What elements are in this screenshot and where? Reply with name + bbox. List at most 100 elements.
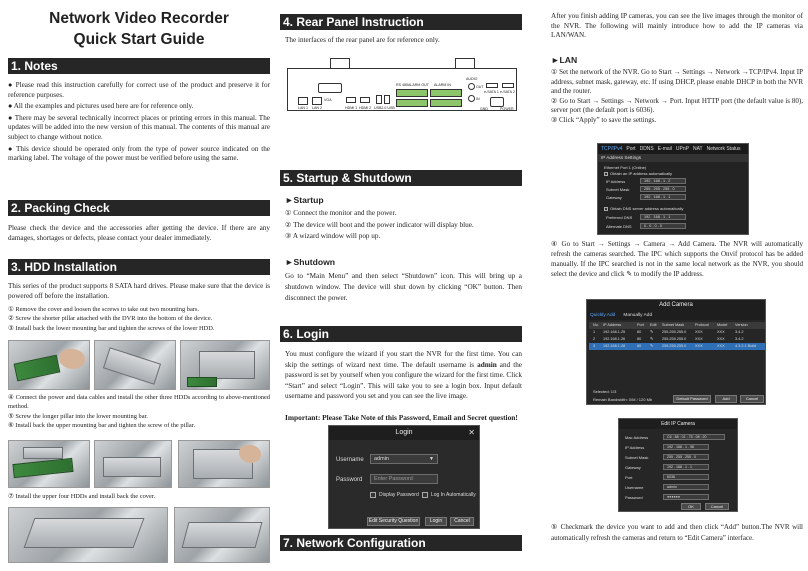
startup-heading: 5. Startup & Shutdown <box>280 170 522 186</box>
lan2-port <box>312 97 322 105</box>
login-button[interactable]: Login <box>425 517 447 526</box>
login-dialog-title: Login ✕ <box>329 426 479 440</box>
close-icon[interactable]: ✕ <box>468 428 475 437</box>
col-model: Model <box>717 323 728 327</box>
table-row-selected[interactable]: 3 192.168.1.28 80 ✎ 255.255.255.0 XXX XX… <box>589 343 765 350</box>
subnet-mask-label: Subnet Mask <box>606 187 630 192</box>
audio-in-port <box>468 95 475 102</box>
tab-email[interactable]: E-mail <box>657 146 672 152</box>
auto-login-label: Log In Automatically <box>431 492 476 498</box>
hdd-step: ② Screw the shorter pillar attached with… <box>8 315 213 323</box>
col-ip: IP Address <box>603 323 622 327</box>
alternate-dns-field[interactable]: 0 . 0 . 0 . 0 <box>640 223 686 229</box>
cancel-button[interactable]: Cancel <box>740 395 764 403</box>
mac-field[interactable]: C6 : 88 : 01 : 75 : 08 : 20 <box>663 434 725 440</box>
vga-label: VGA <box>324 98 332 102</box>
startup-step: ① Connect the monitor and the power. <box>285 209 397 217</box>
note-item: ● Please read this instruction carefully… <box>8 81 270 99</box>
display-password-checkbox[interactable] <box>370 492 376 498</box>
username-select[interactable]: admin ▼ <box>370 454 438 464</box>
obtain-ip-label: Obtain an IP address automatically <box>610 171 672 176</box>
obtain-ip-checkbox[interactable] <box>604 172 608 176</box>
edit-icon[interactable]: ✎ <box>650 330 654 334</box>
username-value: admin <box>374 456 389 462</box>
vga-port <box>318 83 342 93</box>
hdd-photo-8 <box>174 507 270 563</box>
cancel-button[interactable]: Cancel <box>705 503 729 510</box>
chevron-down-icon: ▼ <box>429 456 434 462</box>
rear-panel-bracket <box>330 58 350 68</box>
username-field[interactable]: admin <box>663 484 709 490</box>
login-text: You must configure the wizard if you sta… <box>285 349 522 402</box>
alternate-dns-label: Alternate DNS <box>606 224 632 229</box>
tab-network-status[interactable]: Network Status <box>706 146 741 152</box>
audio-out-label: OUT <box>476 85 484 89</box>
preferred-dns-field[interactable]: 192 . 168 . 1 . 1 <box>640 214 686 220</box>
hdd-step: ④ Connect the power and data cables and … <box>8 394 270 411</box>
audio-out-port <box>468 83 475 90</box>
cell-port: 80 <box>637 344 642 348</box>
packing-text: Please check the device and the accessor… <box>8 224 270 242</box>
hdd-photo-1 <box>8 340 90 390</box>
lan2-label: LAN 2 <box>312 106 322 110</box>
tab-quickly-add[interactable]: Quickly Add <box>590 313 616 318</box>
startup-step: ③ A wizard window will pop up. <box>285 232 381 240</box>
edit-security-question-button[interactable]: Edit Security Question <box>367 517 420 526</box>
gateway-label: Gateway <box>606 195 622 200</box>
rear-panel-diagram: VGA LAN 1 LAN 2 HDMI 1 HDMI 2 USB2.0 USB… <box>287 68 517 111</box>
alarm-out-label: ALARM OUT <box>408 83 429 87</box>
port-field[interactable]: 6036 <box>663 474 709 480</box>
hdd-step: ⑥ Install back the upper mounting bar an… <box>8 422 196 430</box>
default-password-button[interactable]: Default Password <box>673 395 711 403</box>
audio-in-label: IN <box>476 97 480 101</box>
cancel-button[interactable]: Cancel <box>450 517 474 526</box>
ip-field[interactable]: 192 . 168 . 1 . 98 <box>663 444 709 450</box>
tab-nat[interactable]: NAT <box>692 146 703 152</box>
col-version: Version <box>735 323 748 327</box>
table-row[interactable]: 2 192.168.1.26 80 ✎ 255.255.255.0 XXX XX… <box>589 336 765 343</box>
login-heading: 6. Login <box>280 326 522 342</box>
cell-ip: 192.168.1.26 <box>603 337 626 341</box>
guide-title: Network Video Recorder Quick Start Guide <box>8 8 270 50</box>
ok-button[interactable]: OK <box>681 503 701 510</box>
edit-icon[interactable]: ✎ <box>650 337 654 341</box>
add-button[interactable]: Add <box>715 395 737 403</box>
ip-address-label: IP Address <box>606 179 626 184</box>
lan-steps: ① Set the network of the NVR. Go to Star… <box>551 68 803 126</box>
gateway-field[interactable]: 192 . 168 . 1 . 1 <box>663 464 709 470</box>
gateway-label: Gateway <box>625 465 641 470</box>
cell-subnet: 255.255.255.0 <box>662 337 687 341</box>
cell-port: 80 <box>637 337 642 341</box>
network-intro: After you finish adding IP cameras, you … <box>551 12 803 40</box>
terminal-block-3 <box>396 99 428 107</box>
cell-no: 3 <box>593 344 596 348</box>
cell-version: 3.4.2 <box>735 337 744 341</box>
password-input[interactable]: Enter Password <box>370 474 438 484</box>
mac-label: Mac Address <box>625 435 649 440</box>
hdd-intro: This series of the product supports 8 SA… <box>8 282 270 300</box>
edit-ip-camera-dialog: Edit IP Camera Mac Address C6 : 88 : 01 … <box>618 418 738 512</box>
gnd-label: GND <box>480 107 488 111</box>
tab-manually-add[interactable]: Manually Add <box>623 313 653 318</box>
tab-port[interactable]: Port <box>626 146 636 152</box>
cell-ip: 192.168.1.28 <box>603 344 626 348</box>
obtain-dns-checkbox[interactable] <box>604 207 608 211</box>
hdd-steps-b: ④ Connect the power and data cables and … <box>8 393 270 431</box>
camera-table: No. IP Address Port Edit Subnet Mask Pro… <box>589 322 765 350</box>
password-field[interactable]: ●●●●●● <box>663 494 709 500</box>
tab-ddns[interactable]: DDNS <box>639 146 654 152</box>
subnet-mask-field[interactable]: 255 . 255 . 255 . 0 <box>640 186 686 192</box>
gateway-field[interactable]: 192 . 168 . 1 . 1 <box>640 194 686 200</box>
subnet-field[interactable]: 255 . 255 . 255 . 0 <box>663 454 709 460</box>
step4-text: ④ Go to Start → Settings → Camera → Add … <box>551 240 803 278</box>
hdd-photo-4 <box>8 440 90 488</box>
tab-tcp-ipv4[interactable]: TCP/IPv4 <box>601 146 623 152</box>
table-row[interactable]: 1 192.168.1.25 80 ✎ 255.255.255.0 XXX XX… <box>589 329 765 336</box>
tab-upnp[interactable]: UPnP <box>675 146 689 152</box>
ip-address-field[interactable]: 192 . 168 . 1 . 2 <box>640 178 686 184</box>
edit-icon[interactable]: ✎ <box>650 344 654 348</box>
auto-login-checkbox[interactable] <box>422 492 428 498</box>
obtain-dns-label: Obtain DNS server address automatically <box>610 206 684 211</box>
